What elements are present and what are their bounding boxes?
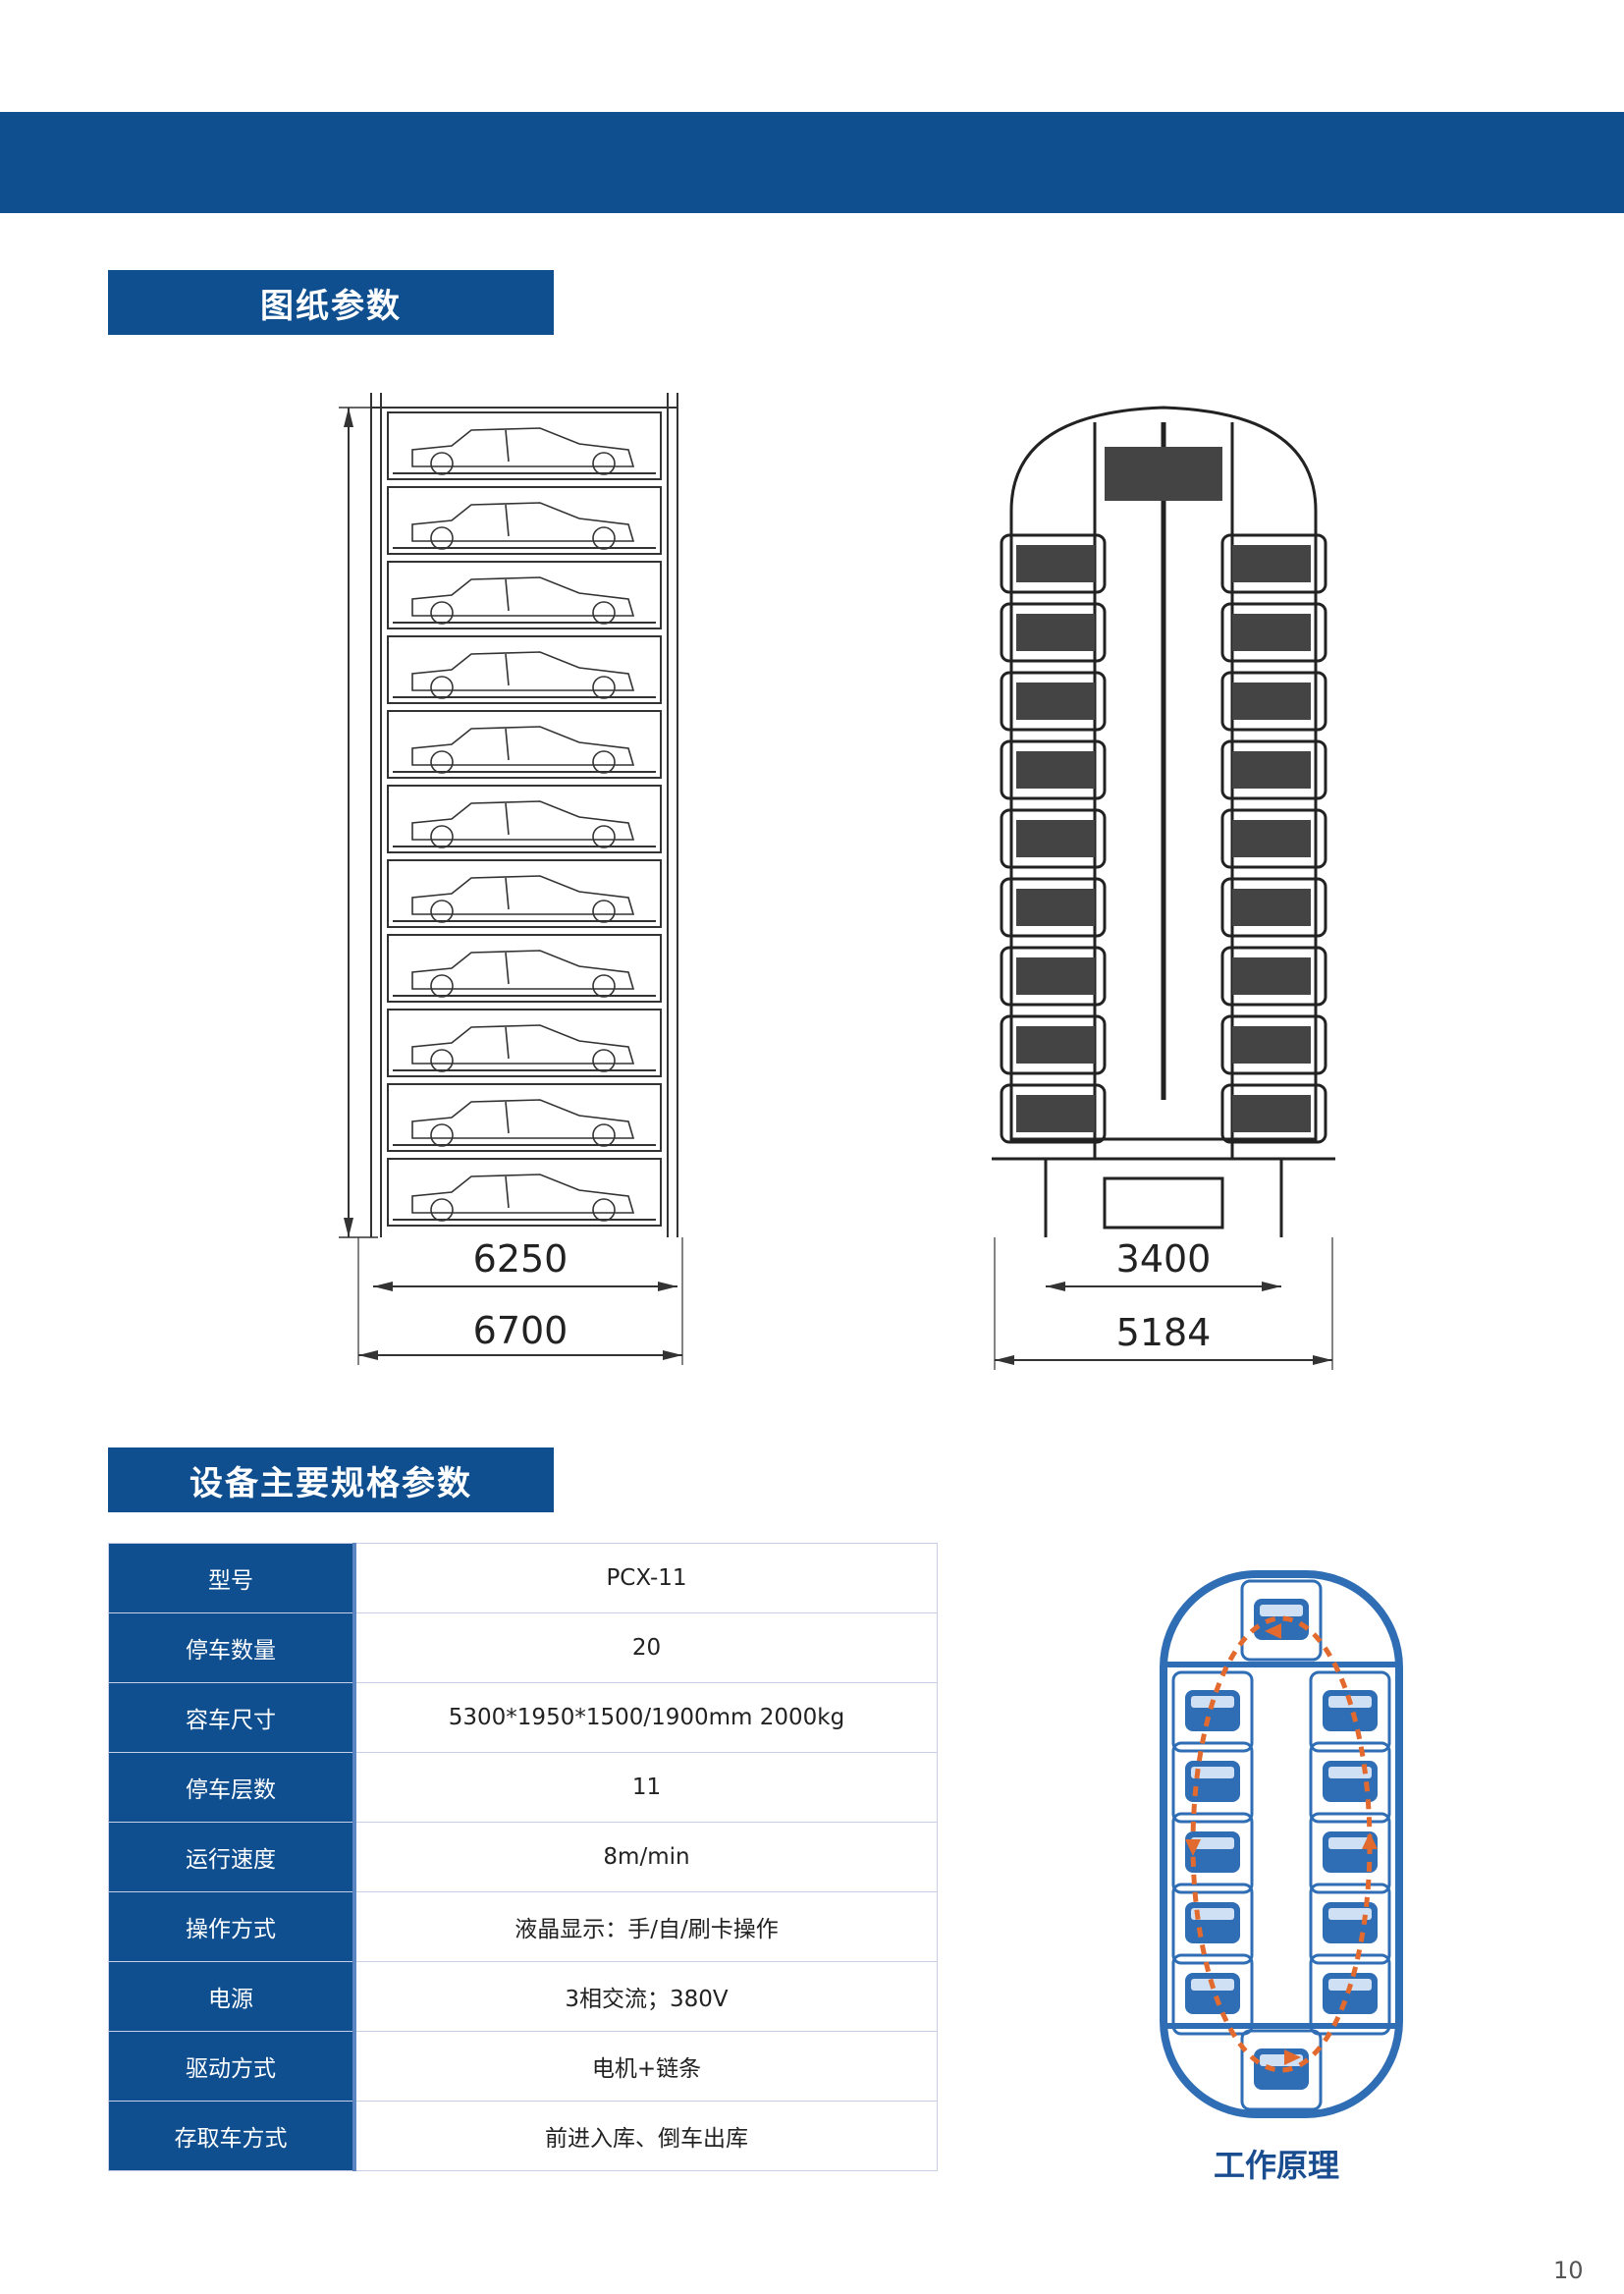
principle-car <box>1240 2029 1323 2111</box>
section-title-drawing: 图纸参数 <box>108 270 554 335</box>
spec-label: 电源 <box>108 1961 356 2032</box>
principle-car <box>1309 1883 1391 1965</box>
spec-value: PCX-11 <box>353 1543 938 1613</box>
dim-inner-width: 6250 <box>473 1237 568 1281</box>
side-car <box>411 1099 635 1147</box>
spec-value: 3相交流；380V <box>353 1961 938 2032</box>
side-car <box>411 950 635 998</box>
principle-car <box>1171 1883 1254 1965</box>
principle-car <box>1309 1812 1391 1894</box>
spec-row: 存取车方式前进入库、倒车出库 <box>108 2101 938 2171</box>
side-car <box>411 427 635 475</box>
side-elevation-drawing: 20748 6250 6700 <box>339 393 683 1365</box>
side-car <box>411 502 635 550</box>
principle-car <box>1171 1812 1254 1894</box>
spec-row: 驱动方式电机+链条 <box>108 2031 938 2102</box>
spec-label: 容车尺寸 <box>108 1682 356 1753</box>
working-principle-diagram <box>1160 1570 1403 2118</box>
spec-label: 停车层数 <box>108 1752 356 1823</box>
principle-car <box>1309 1741 1391 1824</box>
spec-value: 11 <box>353 1752 938 1823</box>
principle-car <box>1171 1670 1254 1753</box>
spec-value: 8m/min <box>353 1822 938 1892</box>
side-car <box>411 651 635 699</box>
side-car <box>411 800 635 848</box>
side-car <box>411 576 635 625</box>
spec-row: 操作方式液晶显示：手/自/刷卡操作 <box>108 1891 938 1962</box>
spec-label: 操作方式 <box>108 1891 356 1962</box>
spec-value: 5300*1950*1500/1900mm 2000kg <box>353 1682 938 1753</box>
dim-front-outer-width: 5184 <box>1116 1311 1212 1354</box>
principle-car <box>1309 1670 1391 1753</box>
principle-car <box>1171 1741 1254 1824</box>
side-car <box>411 726 635 774</box>
spec-value: 电机+链条 <box>353 2031 938 2102</box>
spec-label: 停车数量 <box>108 1612 356 1683</box>
front-elevation-drawing: 3400 5184 <box>992 406 1335 1370</box>
spec-label: 驱动方式 <box>108 2031 356 2102</box>
principle-car <box>1240 1579 1323 1662</box>
spec-value: 前进入库、倒车出库 <box>353 2101 938 2171</box>
side-car <box>411 1024 635 1072</box>
principle-caption: 工作原理 <box>1213 2147 1339 2184</box>
spec-label: 型号 <box>108 1543 356 1613</box>
page-number: 10 <box>1553 2257 1584 2284</box>
side-car <box>411 1174 635 1222</box>
section-title-spec: 设备主要规格参数 <box>108 1447 554 1512</box>
dim-front-inner-width: 3400 <box>1116 1237 1212 1281</box>
spec-label: 运行速度 <box>108 1822 356 1892</box>
principle-car <box>1309 1953 1391 2036</box>
dim-outer-width: 6700 <box>473 1309 568 1352</box>
header-band <box>0 112 1624 213</box>
spec-value: 液晶显示：手/自/刷卡操作 <box>353 1891 938 1962</box>
principle-car <box>1171 1953 1254 2036</box>
spec-label: 存取车方式 <box>108 2101 356 2171</box>
side-car <box>411 875 635 923</box>
spec-value: 20 <box>353 1612 938 1683</box>
